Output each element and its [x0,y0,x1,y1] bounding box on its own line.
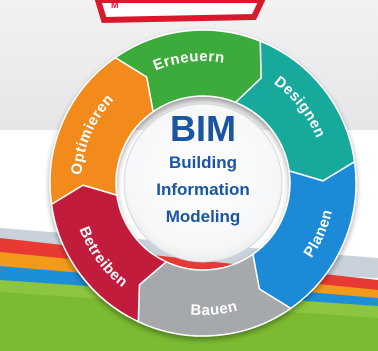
top-badge: M [94,0,266,24]
cycle-ring [49,29,357,337]
center-line-building: Building [169,153,237,172]
cycle-label-bauen: Bauen [190,298,239,319]
badge-text: M [111,0,119,10]
center-title: BIM [170,108,236,149]
center-disk [123,103,283,263]
center-line-modeling: Modeling [166,207,241,226]
center-line-information: Information [156,180,250,199]
cycle-segment-optimieren [49,56,154,206]
